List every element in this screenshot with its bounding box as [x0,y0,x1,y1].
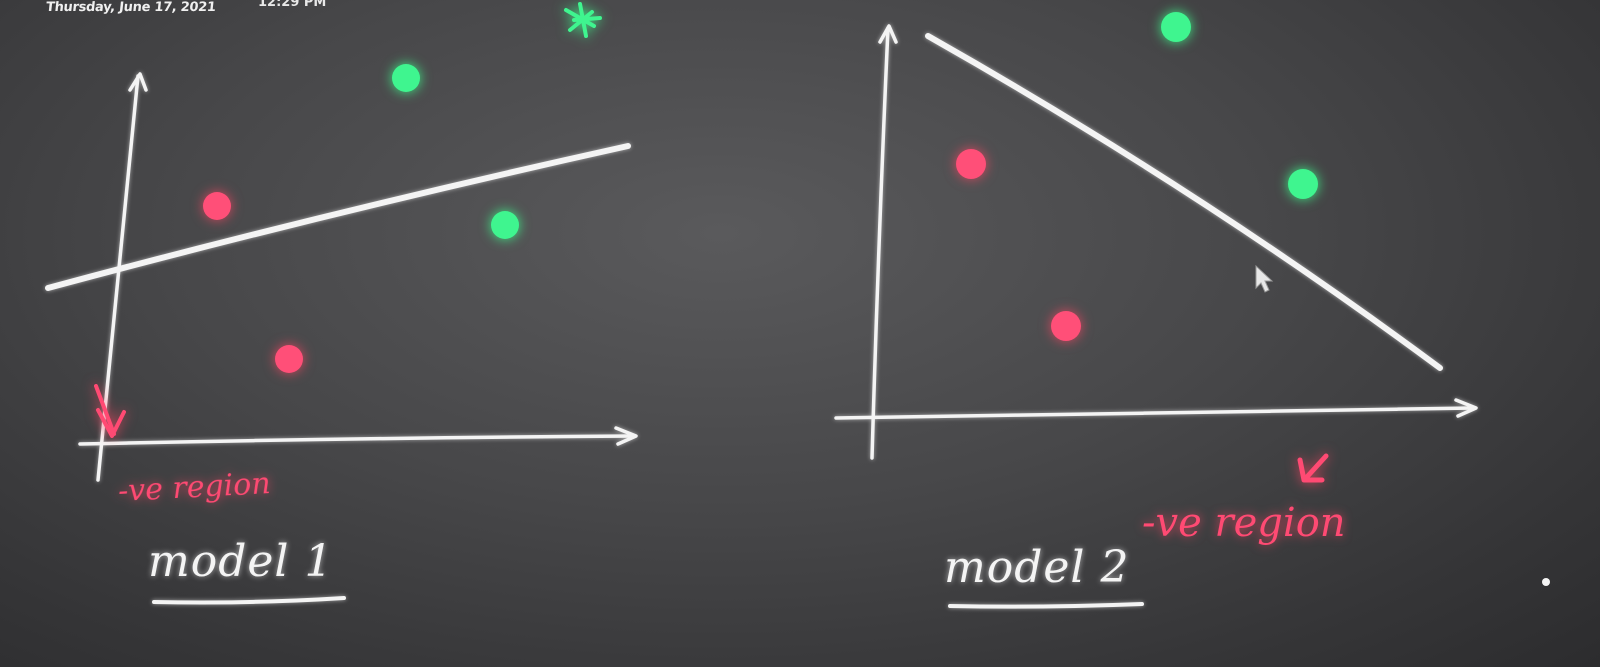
left-title-underline [152,596,346,605]
right-green-point-1 [1161,12,1191,42]
right-title: model 2 [944,542,1130,593]
right-x-axis [834,406,1476,420]
arrow-down-left-icon-right [1297,453,1329,483]
right-red-point-1 [956,149,986,179]
mouse-cursor-icon [1255,264,1274,293]
left-green-point-1 [392,64,420,92]
left-y-axis [96,74,140,482]
right-y-axis [870,26,890,460]
star-doodle-icon [564,2,602,38]
right-title-underline [948,602,1144,609]
left-red-point-2 [275,345,303,373]
left-plot-axes [45,72,638,605]
right-annotation: -ve region [1142,500,1346,546]
arrow-down-left-icon [94,384,126,438]
projector-dot [1542,578,1550,586]
right-green-point-2 [1288,169,1318,199]
left-decision-line [45,143,631,291]
left-x-axis [78,434,636,446]
right-plot-axes [834,24,1478,609]
left-green-point-2 [491,211,519,239]
time-label: 12:29 PM [258,0,327,10]
left-title: model 1 [148,536,334,587]
left-red-point-1 [203,192,231,220]
right-red-point-2 [1051,311,1081,341]
right-decision-line [925,33,1443,371]
